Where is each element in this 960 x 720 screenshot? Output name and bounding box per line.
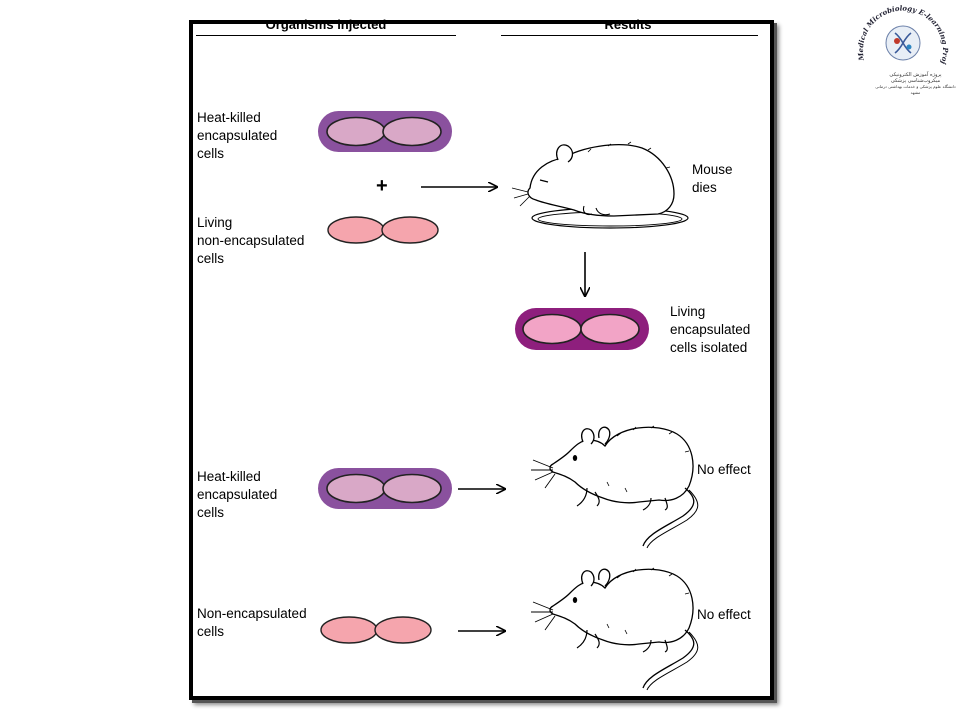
label-mouse-dies: Mouse dies [692,162,733,195]
header-rule-right [501,35,758,36]
mouse-icon [530,567,699,691]
label-no-effect-2: No effect [697,607,751,622]
mouse-icon [530,425,699,549]
logo-emblem: Medical Microbiology E-learning Project [856,3,950,65]
encapsulated-pair-living-isolated [515,308,649,350]
non-encapsulated-pair-1 [327,216,439,244]
label-no-effect-1: No effect [697,462,751,477]
header-results: Results [604,17,652,32]
logo-caption-line2: دانشگاه علوم پزشکی و خدمات بهداشتی درمان… [875,84,956,95]
logo-caption: پروژه آموزش الکترونیکی میکروب‌شناسی پزشک… [873,72,958,96]
label-heat-killed-encapsulated-2: Heat-killed encapsulated cells [197,469,278,520]
label-non-encapsulated: Non-encapsulated cells [197,606,307,639]
encapsulated-pair-heat-killed-2 [318,468,452,509]
label-living-non-encapsulated: Living non-encapsulated cells [197,215,305,266]
label-heat-killed-encapsulated-1: Heat-killed encapsulated cells [197,110,278,161]
mouse-dead-icon [511,141,689,229]
header-organisms-injected: Organisms injected [265,17,387,32]
logo-caption-line1: پروژه آموزش الکترونیکی میکروب‌شناسی پزشک… [889,72,942,84]
label-living-encapsulated-isolated: Living encapsulated cells isolated [670,304,751,355]
header-rule-left [196,35,456,36]
plus-sign: + [376,175,388,197]
encapsulated-pair-heat-killed-1 [318,111,452,152]
non-encapsulated-pair-2 [320,616,432,644]
